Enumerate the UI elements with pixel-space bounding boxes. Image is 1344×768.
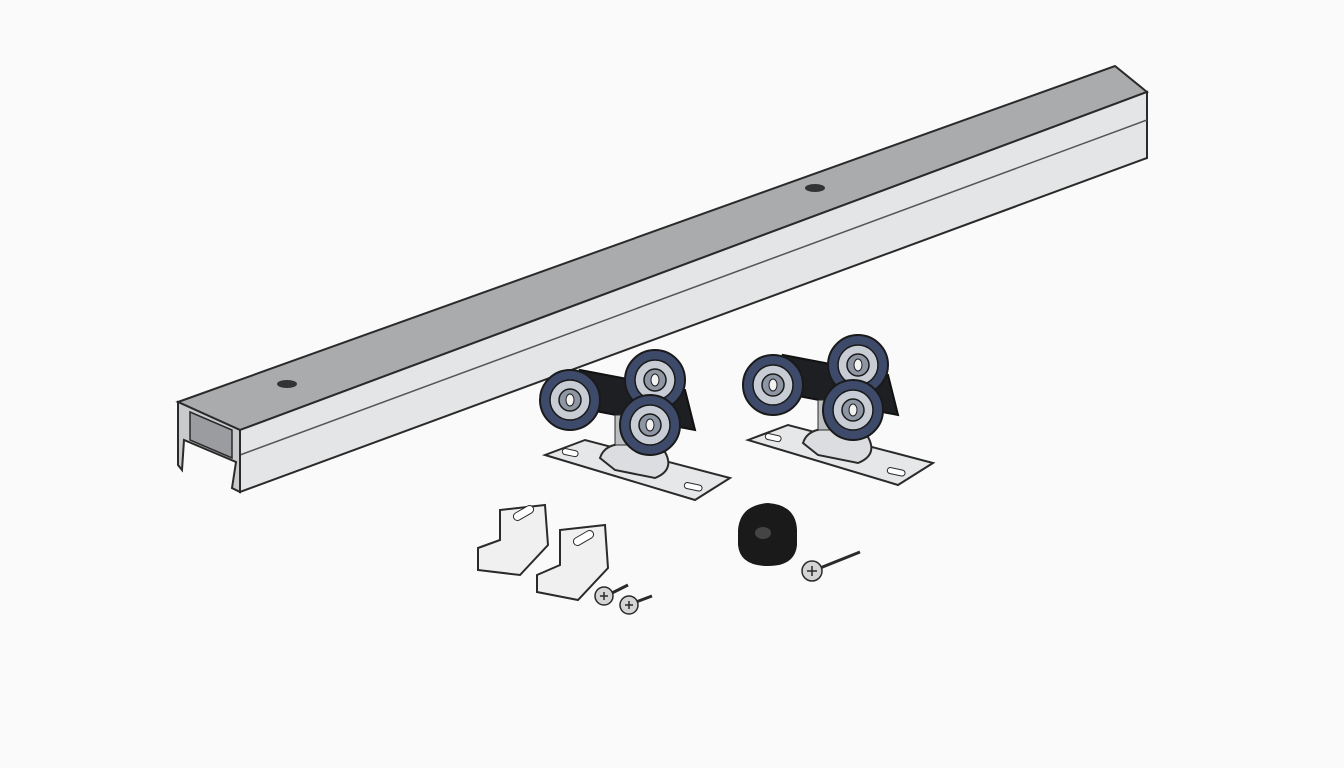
trolley-left xyxy=(540,350,730,500)
mounting-hole xyxy=(805,184,825,192)
rail xyxy=(175,64,1149,494)
door-stop xyxy=(738,503,797,566)
guide-bracket xyxy=(477,503,610,602)
screws xyxy=(594,550,861,615)
mounting-hole xyxy=(277,380,297,388)
trolley-right xyxy=(743,335,933,485)
